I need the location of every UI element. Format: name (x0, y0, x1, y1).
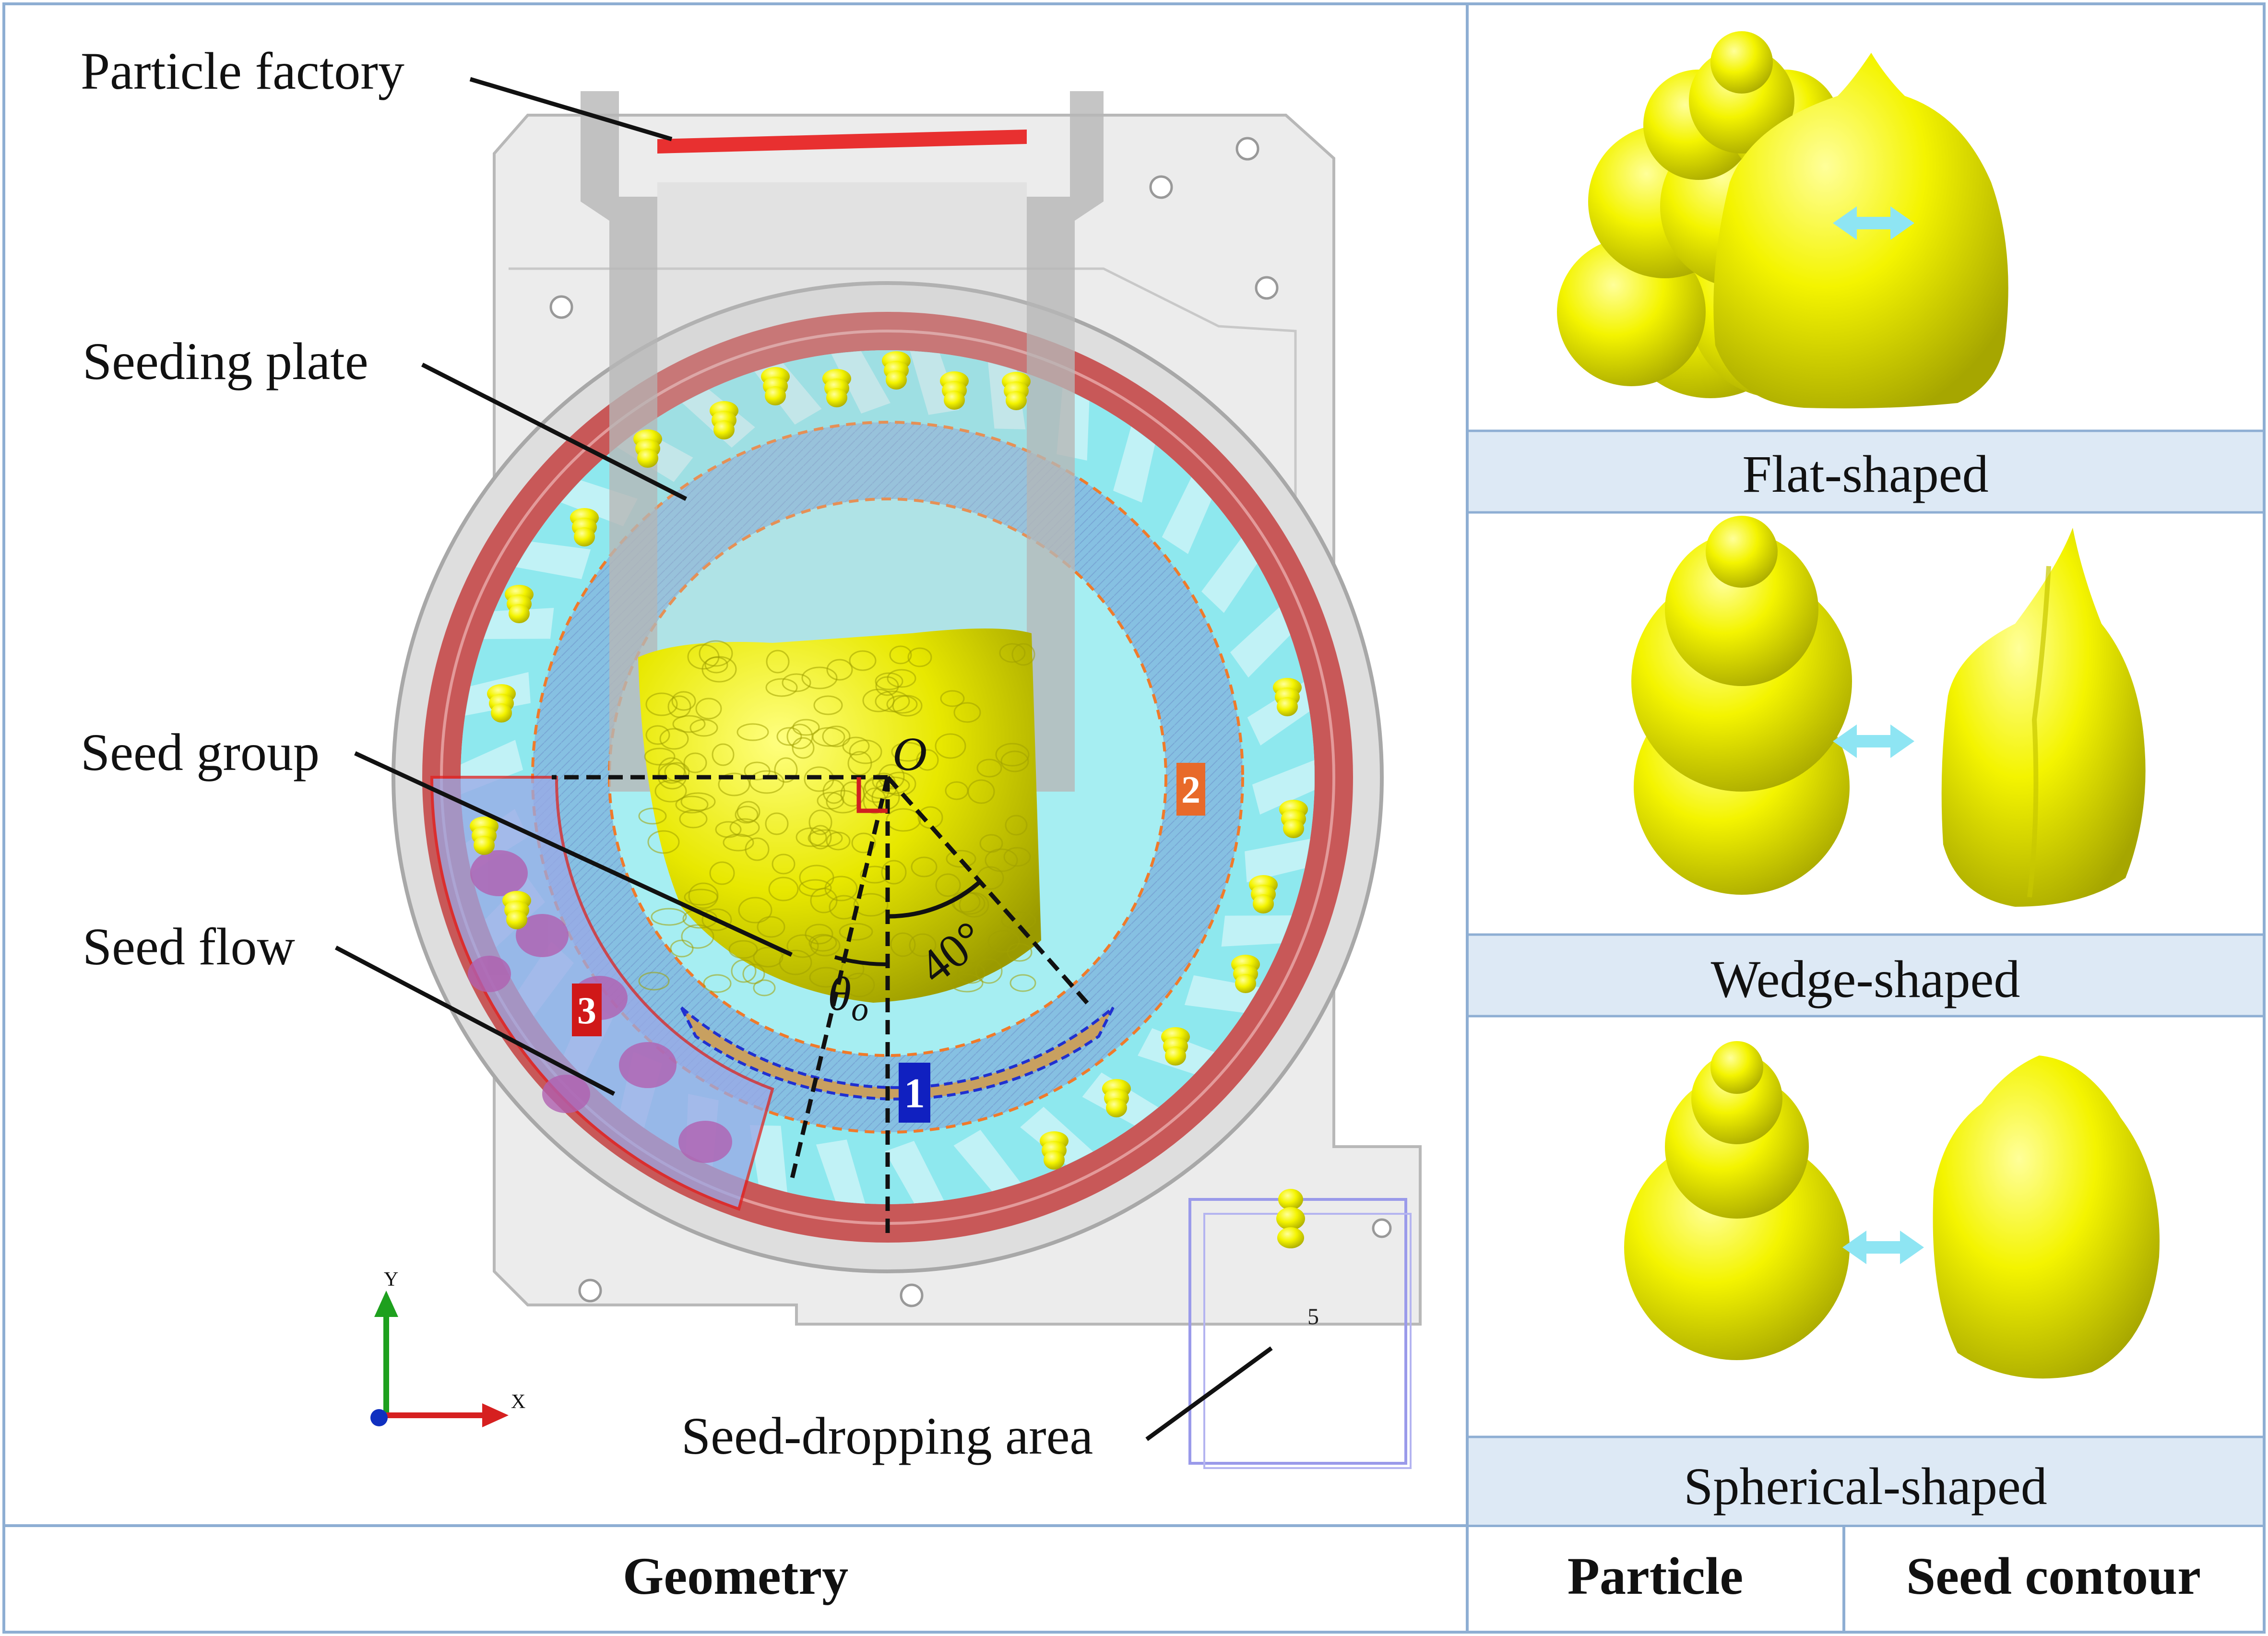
reference-lines (552, 775, 1091, 1235)
double-arrow-flat (1833, 206, 1914, 240)
seed-flow-blobs (468, 850, 732, 1163)
loose-seeds (470, 351, 1308, 1170)
box-number: 5 (1307, 1304, 1319, 1329)
geometry-panel: 5 (81, 42, 1422, 1469)
axis-x-label: X (511, 1391, 525, 1413)
label-band-flat: Flat-shaped (1469, 429, 2263, 514)
label-seeding-plate: Seeding plate (83, 332, 368, 391)
footer-geometry: Geometry (623, 1547, 848, 1605)
label-seed-flow: Seed flow (83, 917, 295, 976)
wedge-seed-contour (1941, 528, 2146, 907)
leader-lines (334, 77, 1273, 1441)
region-badge-2: 2 (1176, 763, 1205, 816)
footer-seed-contour: Seed contour (1906, 1547, 2201, 1605)
particle-factory-bar (657, 130, 1027, 154)
theta-label: θo (828, 967, 868, 1028)
flat-shaped-label: Flat-shaped (1742, 445, 1988, 503)
region-1-band (680, 1006, 1115, 1101)
svg-text:3: 3 (577, 990, 596, 1032)
seed-group (638, 628, 1041, 1003)
axis-triad: Y X (370, 1268, 525, 1427)
wedge-particle (1631, 516, 1852, 895)
axis-y-label: Y (384, 1268, 398, 1291)
wedge-shaped-label: Wedge-shaped (1711, 950, 2020, 1008)
double-arrow-wedge (1833, 724, 1914, 758)
spherical-shaped-label: Spherical-shaped (1684, 1457, 2047, 1516)
seed-dropping-box: 5 (1188, 1189, 1412, 1469)
spherical-particle (1624, 1041, 1850, 1360)
flat-seed-contour (1713, 53, 2008, 409)
double-arrow-spherical (1842, 1231, 1924, 1264)
region-badge-1: 1 (899, 1063, 930, 1123)
label-seed-dropping-area: Seed-dropping area (681, 1407, 1093, 1465)
region-badge-3: 3 (572, 984, 602, 1036)
particle-panel: Flat-shaped Wedge-shaped Spherical-shape… (1469, 31, 2263, 1525)
footer-row: Geometry Particle Seed contour (623, 1547, 2201, 1605)
svg-text:1: 1 (904, 1070, 925, 1117)
origin-label: O (892, 727, 927, 781)
label-seed-group: Seed group (81, 723, 320, 782)
label-band-spherical: Spherical-shaped (1469, 1435, 2263, 1525)
footer-particle: Particle (1567, 1547, 1743, 1605)
label-particle-factory: Particle factory (81, 42, 404, 100)
label-band-wedge: Wedge-shaped (1469, 933, 2263, 1018)
spherical-seed-contour (1933, 1055, 2160, 1379)
svg-text:2: 2 (1181, 769, 1200, 811)
